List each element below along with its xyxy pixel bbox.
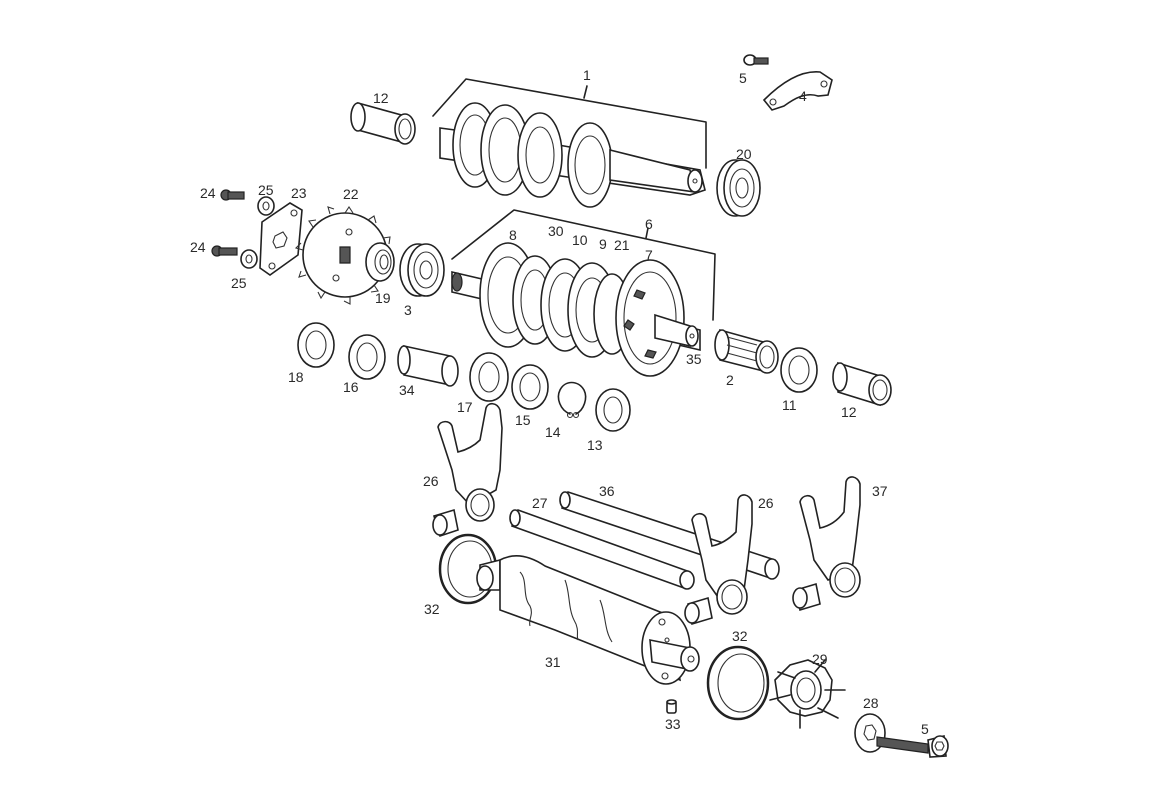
washer-25-upper: [257, 196, 275, 216]
callout-7: 7: [645, 247, 653, 263]
callout-25-upper: 25: [258, 182, 274, 198]
callout-27: 27: [532, 495, 548, 511]
callout-5-bottom: 5: [921, 721, 929, 737]
gear-7: [615, 259, 685, 377]
dowel-pin-33: [666, 699, 677, 714]
bolt-24-lower: [211, 245, 238, 257]
o-ring-32-right: [706, 645, 770, 721]
needle-bearing-12-right: [832, 361, 892, 407]
bushing-34: [397, 345, 459, 387]
washer-16: [348, 334, 386, 380]
callout-1: 1: [583, 67, 591, 83]
callout-21: 21: [614, 237, 630, 253]
callout-3: 3: [404, 302, 412, 318]
ball-bearing-20: [716, 159, 761, 217]
needle-bearing-12-top: [350, 101, 416, 145]
callout-6: 6: [645, 216, 653, 232]
shift-drum-31: [476, 554, 700, 685]
callout-37: 37: [872, 483, 888, 499]
callout-4: 4: [799, 88, 807, 104]
washer-17: [469, 352, 509, 402]
bracket-4: [762, 71, 833, 111]
washer-18: [297, 322, 335, 368]
callout-28: 28: [863, 695, 879, 711]
callout-12-right: 12: [841, 404, 857, 420]
callout-9: 9: [599, 236, 607, 252]
callout-20: 20: [736, 146, 752, 162]
callout-19: 19: [375, 290, 391, 306]
callout-30: 30: [548, 223, 564, 239]
plate-23: [259, 202, 303, 276]
callout-16: 16: [343, 379, 359, 395]
callout-29: 29: [812, 651, 828, 667]
callout-5-top: 5: [739, 70, 747, 86]
bracket-assembly-6: [451, 209, 716, 321]
washer-15: [511, 364, 549, 410]
shift-fork-26-left: [432, 402, 503, 538]
callout-26-right: 26: [758, 495, 774, 511]
callout-23: 23: [291, 185, 307, 201]
washer-25-lower: [240, 249, 258, 269]
callout-26-left: 26: [423, 473, 439, 489]
callout-24-lower: 24: [190, 239, 206, 255]
callout-34: 34: [399, 382, 415, 398]
shift-fork-26-right: [684, 494, 753, 626]
callout-15: 15: [515, 412, 531, 428]
callout-33: 33: [665, 716, 681, 732]
gear-1c: [517, 112, 563, 198]
gear-1d: [567, 122, 613, 208]
washer-13: [595, 388, 631, 432]
callout-32-left: 32: [424, 601, 440, 617]
callout-36: 36: [599, 483, 615, 499]
callout-8: 8: [509, 227, 517, 243]
callout-24-upper: 24: [200, 185, 216, 201]
countershaft-assembly: [451, 242, 701, 377]
bolt-5-bottom: [876, 734, 949, 758]
callout-13: 13: [587, 437, 603, 453]
callout-11: 11: [782, 397, 797, 413]
callout-35: 35: [686, 351, 702, 367]
bracket-assembly-1: [432, 78, 707, 169]
bolt-5-top: [743, 54, 769, 66]
circlip-14: [557, 381, 587, 419]
needle-bearing-2: [714, 328, 779, 374]
star-cam-29: [769, 659, 846, 729]
callout-17: 17: [457, 399, 473, 415]
shift-fork-37: [792, 476, 861, 612]
callout-32-right: 32: [732, 628, 748, 644]
callout-10: 10: [572, 232, 588, 248]
bolt-24-upper: [220, 189, 245, 201]
callout-2: 2: [726, 372, 734, 388]
callout-31: 31: [545, 654, 561, 670]
callout-14: 14: [545, 424, 561, 440]
callout-25-lower: 25: [231, 275, 247, 291]
washer-11: [780, 347, 818, 393]
callout-12-top: 12: [373, 90, 389, 106]
callout-22: 22: [343, 186, 359, 202]
shift-rod-27: [509, 508, 695, 590]
seal-19: [365, 242, 395, 282]
ball-bearing-3: [399, 243, 445, 297]
callout-18: 18: [288, 369, 304, 385]
main-shaft-assembly: [439, 102, 706, 208]
